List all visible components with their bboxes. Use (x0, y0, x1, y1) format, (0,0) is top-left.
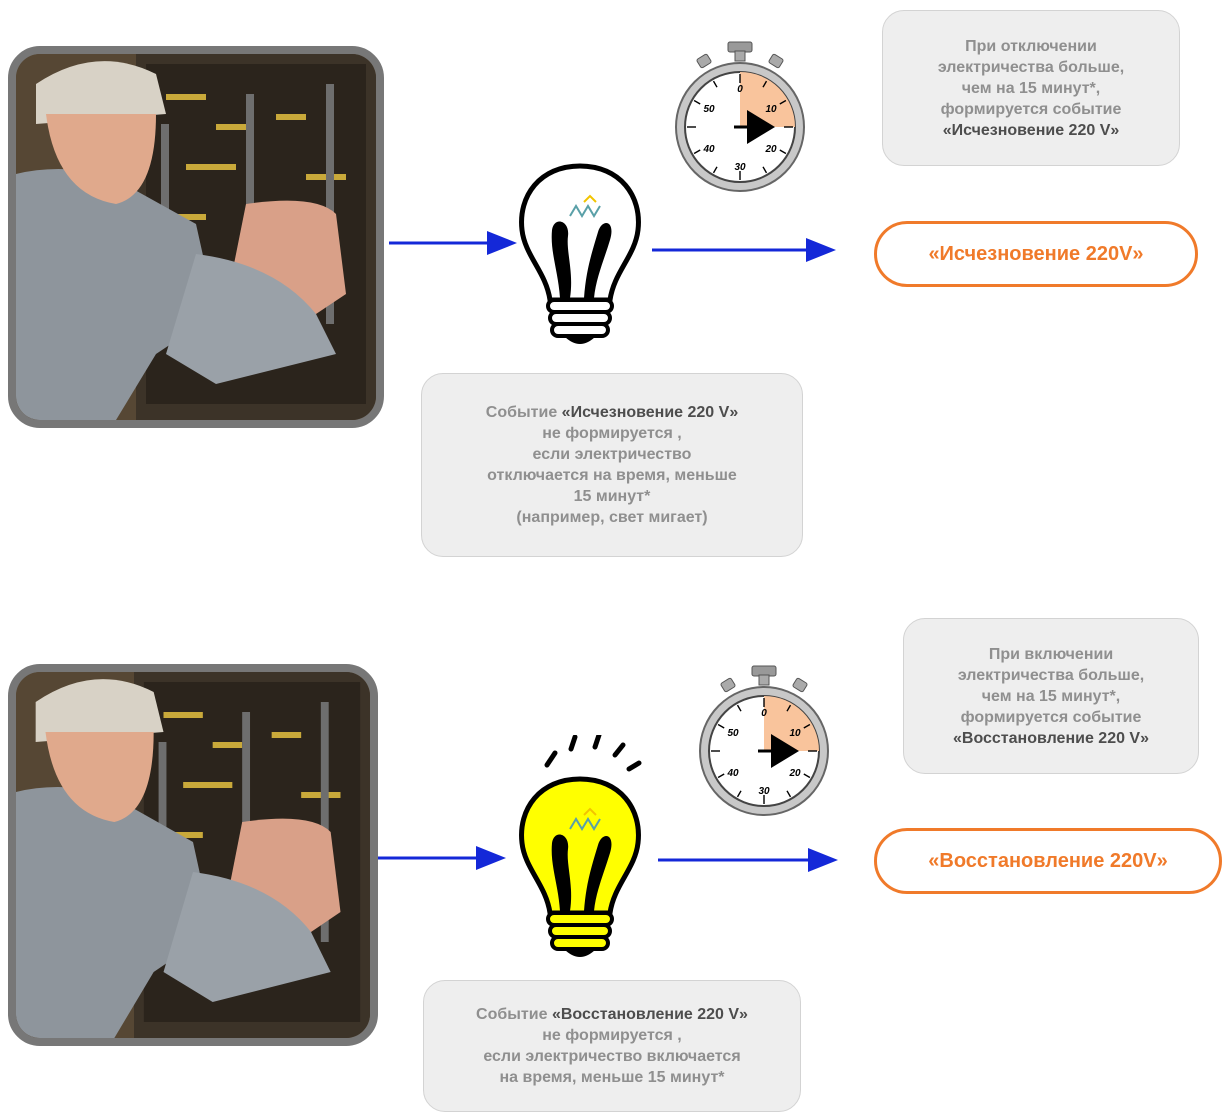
note-prefix: Событие (485, 404, 562, 421)
stopwatch-label-30: 30 (734, 162, 746, 173)
note-event-name: «Восстановление 220 V» (551, 1006, 748, 1023)
info-line: При включении (988, 645, 1114, 663)
stopwatch-label-0: 0 (737, 84, 743, 95)
info-line: электричества больше, (957, 666, 1145, 684)
info-box-threshold: При отключении электричества больше, чем… (882, 10, 1180, 166)
info-box-threshold: При включении электричества больше, чем … (903, 618, 1199, 774)
info-line: При отключении (965, 37, 1097, 55)
stopwatch-label-40: 40 (726, 768, 739, 779)
electrician-photo (8, 664, 378, 1046)
electrician-photo (8, 46, 384, 428)
stopwatch-label-40: 40 (702, 144, 715, 155)
info-line: формируется событие (960, 708, 1142, 726)
note-line: (например, свет мигает) (516, 509, 708, 526)
note-line: отключается на время, меньше (487, 467, 737, 484)
info-event-name: «Исчезновение 220 V» (942, 121, 1120, 139)
event-label-power-restore: «Восстановление 220V» (874, 828, 1222, 894)
stopwatch-label-0: 0 (761, 708, 767, 719)
info-line: электричества больше, (937, 58, 1125, 76)
note-box-no-event: Событие «Восстановление 220 V» не формир… (423, 980, 801, 1112)
stopwatch-label-30: 30 (758, 786, 770, 797)
note-prefix: Событие (476, 1006, 552, 1023)
note-line: на время, меньше 15 минут* (499, 1069, 725, 1086)
stopwatch-label-20: 20 (788, 768, 801, 779)
info-line: чем на 15 минут*, (961, 79, 1101, 97)
stopwatch-label-10: 10 (789, 728, 801, 739)
note-line: не формируется , (542, 425, 682, 442)
info-line: чем на 15 минут*, (981, 687, 1121, 705)
flow-arrow-to-event (652, 238, 838, 262)
stopwatch-icon: 0 10 20 30 40 50 (689, 664, 839, 816)
event-label-text: «Восстановление 220V» (928, 849, 1168, 872)
lightbulb-off-icon (510, 160, 650, 352)
info-line: формируется событие (940, 100, 1122, 118)
flow-arrow-to-bulb (389, 231, 519, 255)
event-label-text: «Исчезновение 220V» (928, 242, 1144, 265)
info-event-name: «Восстановление 220 V» (952, 729, 1149, 747)
flow-arrow-to-bulb (378, 846, 508, 870)
note-line: если электричество (532, 446, 692, 463)
lightbulb-on-icon (505, 735, 655, 975)
stopwatch-label-20: 20 (764, 144, 777, 155)
stopwatch-label-50: 50 (727, 728, 739, 739)
note-box-no-event: Событие «Исчезновение 220 V» не формируе… (421, 373, 803, 557)
note-line: если электричество включается (483, 1048, 741, 1065)
note-event-name: «Исчезновение 220 V» (561, 404, 739, 421)
stopwatch-label-10: 10 (765, 104, 777, 115)
stopwatch-icon: 0 10 20 30 40 50 (665, 40, 815, 192)
event-label-power-loss: «Исчезновение 220V» (874, 221, 1198, 287)
note-line: 15 минут* (573, 488, 651, 505)
stopwatch-label-50: 50 (703, 104, 715, 115)
flow-arrow-to-event (658, 848, 840, 872)
note-line: не формируется , (542, 1027, 682, 1044)
